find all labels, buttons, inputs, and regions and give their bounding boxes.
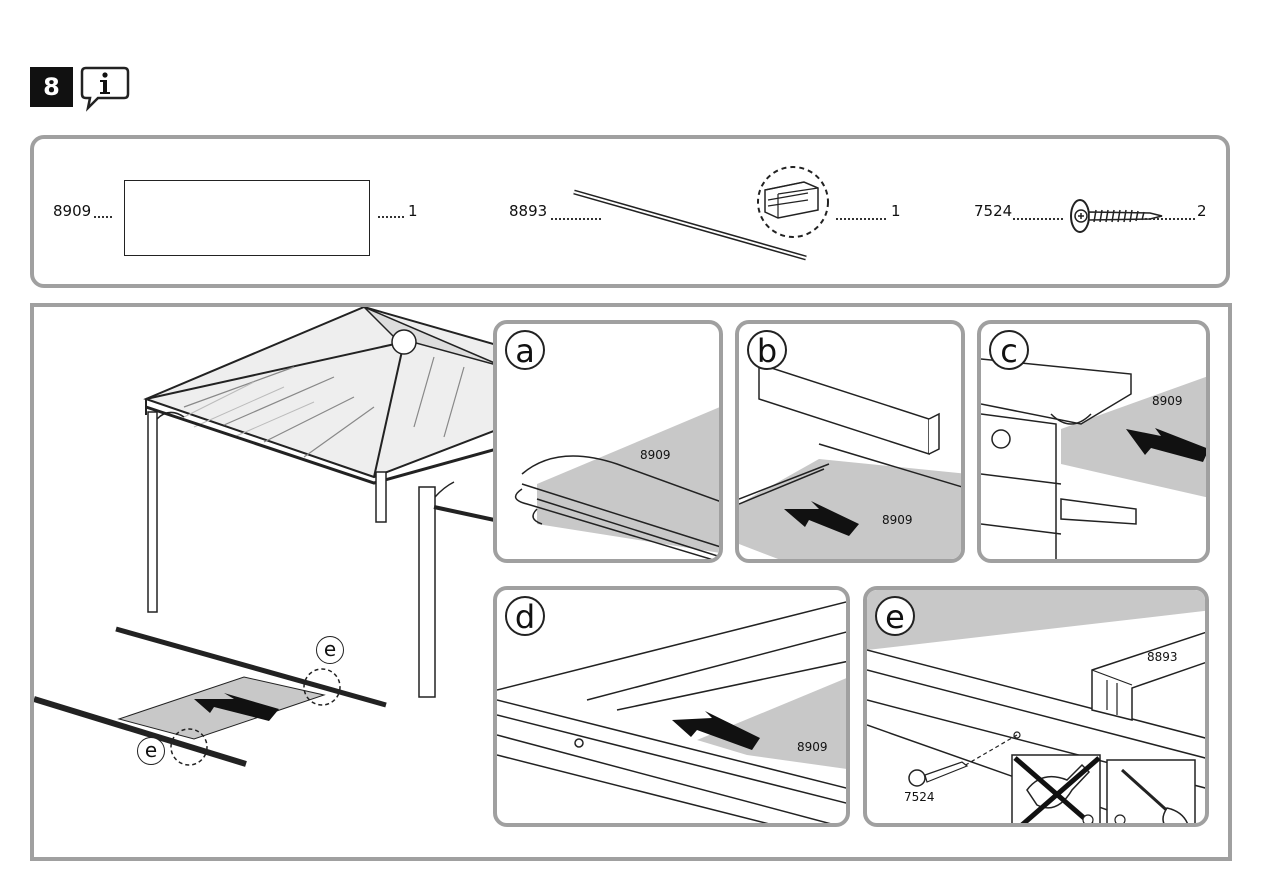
part-code-7524: 7524 [974,202,1013,220]
panel-label-c: c [989,330,1029,370]
panel-label-a: a [505,330,545,370]
gazebo-overview-drawing [34,307,504,767]
dotted-leader [94,216,112,218]
panel-label-b: b [747,330,787,370]
profile-bar-icon [573,166,829,261]
detail-panel-b: b 8909 [735,320,965,563]
part-label-7524: 7524 [904,790,935,804]
parts-list [30,135,1230,288]
panel-sheet-icon [124,180,370,256]
detail-panel-e: e 8893 7524 [863,586,1209,827]
part-qty-8909: 1 [408,202,418,220]
assembly-illustration [30,303,1232,861]
dotted-leader [1145,218,1195,220]
part-qty-8893: 1 [891,202,901,220]
part-code-8909: 8909 [53,202,92,220]
part-label-8893: 8893 [1147,650,1178,664]
part-label-8909: 8909 [1152,394,1183,408]
detail-panel-d: d 8909 [493,586,850,827]
detail-panel-c: c 8909 [977,320,1210,563]
step-number-badge: 8 [30,67,73,107]
part-label-8909: 8909 [797,740,828,754]
dotted-leader [551,218,601,220]
panel-label-e: e [875,596,915,636]
dotted-leader [1013,218,1063,220]
callout-e-top: e [316,636,344,664]
step-number: 8 [43,73,60,101]
part-label-8909: 8909 [882,513,913,527]
detail-panel-a: a 8909 [493,320,723,563]
part-code-8893: 8893 [509,202,548,220]
panel-label-d: d [505,596,545,636]
part-label-8909: 8909 [640,448,671,462]
screw-icon [1070,199,1163,233]
callout-e-bottom: e [137,737,165,765]
part-qty-7524: 2 [1197,202,1207,220]
info-icon [80,66,130,112]
dotted-leader [378,216,404,218]
dotted-leader [836,218,886,220]
